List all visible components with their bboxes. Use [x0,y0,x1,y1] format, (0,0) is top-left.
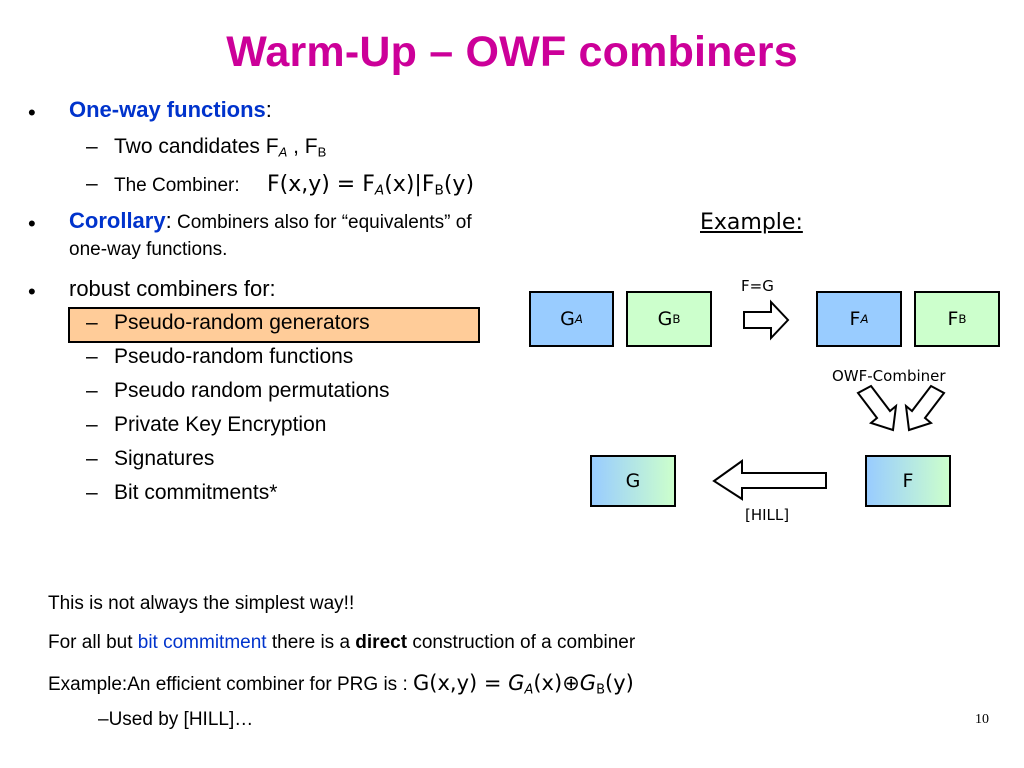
one-way-functions-label: One-way functions [69,97,266,122]
combiner-item: The Combiner: F(x,y) = FA(x)|FB(y) [114,172,475,199]
bottom-line-4: –Used by [HILL]… [98,709,254,730]
hill-label: [HILL] [745,506,790,524]
bullet-symbol: • [28,100,36,125]
two-candidates-item: Two candidates FA , FB [114,135,327,160]
example-label: Example: [700,210,803,235]
page-title: Warm-Up – OWF combiners [226,28,798,76]
right-arrow-icon [743,299,790,341]
dash: – [86,379,98,402]
combiner-formula: F(x,y) = FA(x)|FB(y) [266,172,475,199]
dash: – [86,481,98,504]
dash: – [86,447,98,470]
list-item: Bit commitments* [114,481,278,504]
dash: – [86,413,98,436]
box-f: F [865,455,951,507]
list-item: Pseudo-random generators [114,311,370,334]
bottom-line-3: Example:An efficient combiner for PRG is… [48,671,634,698]
dash: – [86,135,98,158]
corollary-line2: one-way functions. [69,239,228,260]
bullet-corollary: Corollary: Combiners also for “equivalen… [69,208,472,233]
down-arrow-right-icon [904,384,946,432]
highlight-box [68,307,480,343]
left-arrow-icon [712,459,827,501]
bottom-line-2: For all but bit commitment there is a di… [48,632,636,653]
owf-combiner-label: OWF-Combiner [832,367,946,385]
dash: – [86,345,98,368]
bullet-robust-combiners: robust combiners for: [69,276,276,301]
bullet-symbol: • [28,279,36,304]
bullet-symbol: • [28,211,36,236]
list-item: Pseudo random permutations [114,379,390,402]
bullet-one-way-functions: One-way functions: [69,97,272,123]
dash: – [86,172,98,195]
down-arrow-left-icon [856,384,898,432]
list-item: Signatures [114,447,215,470]
dash: – [86,311,98,334]
page-number: 10 [975,712,989,727]
colon: : [265,97,272,122]
f-equals-g-label: F=G [741,277,774,295]
list-item: Pseudo-random functions [114,345,354,368]
box-g: G [590,455,676,507]
bottom-line-1: This is not always the simplest way!! [48,593,355,614]
list-item: Private Key Encryption [114,413,327,436]
